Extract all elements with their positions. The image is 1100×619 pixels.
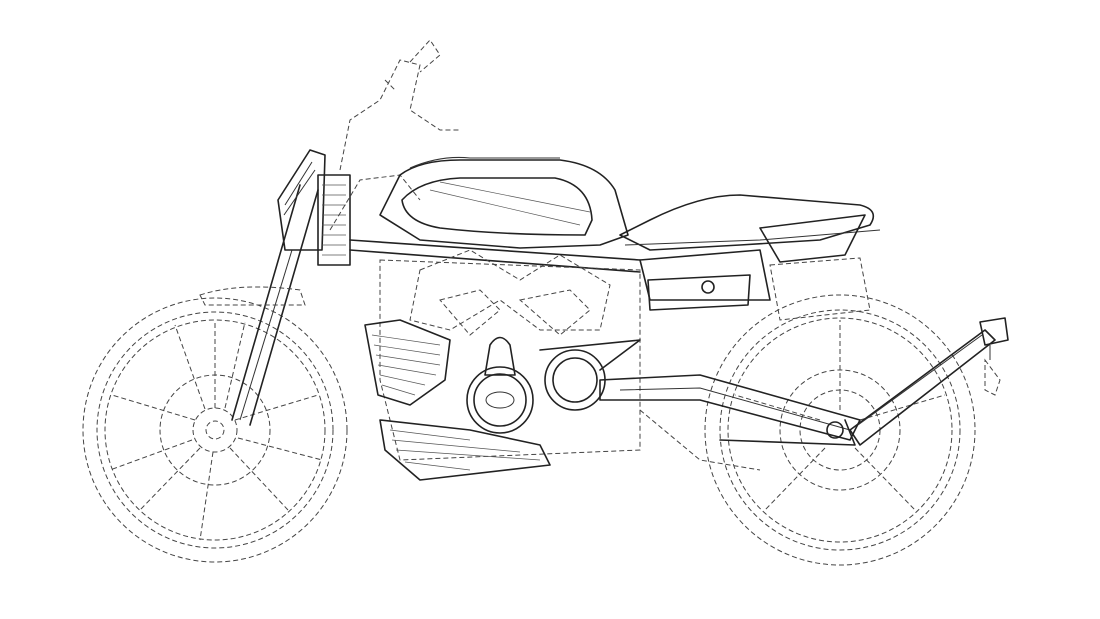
front-fork [199,184,319,426]
license-plate-bracket [849,317,1009,446]
radiator-shroud [364,319,551,481]
seat [619,194,881,263]
fuel-tank [379,157,629,249]
swingarm [599,374,861,471]
headlight [277,149,351,266]
handlebars [329,39,460,231]
frame [349,239,771,311]
rear-wheel [704,294,976,566]
front-wheel [82,297,348,563]
engine [379,249,641,461]
exhaust-muffler [769,257,871,321]
